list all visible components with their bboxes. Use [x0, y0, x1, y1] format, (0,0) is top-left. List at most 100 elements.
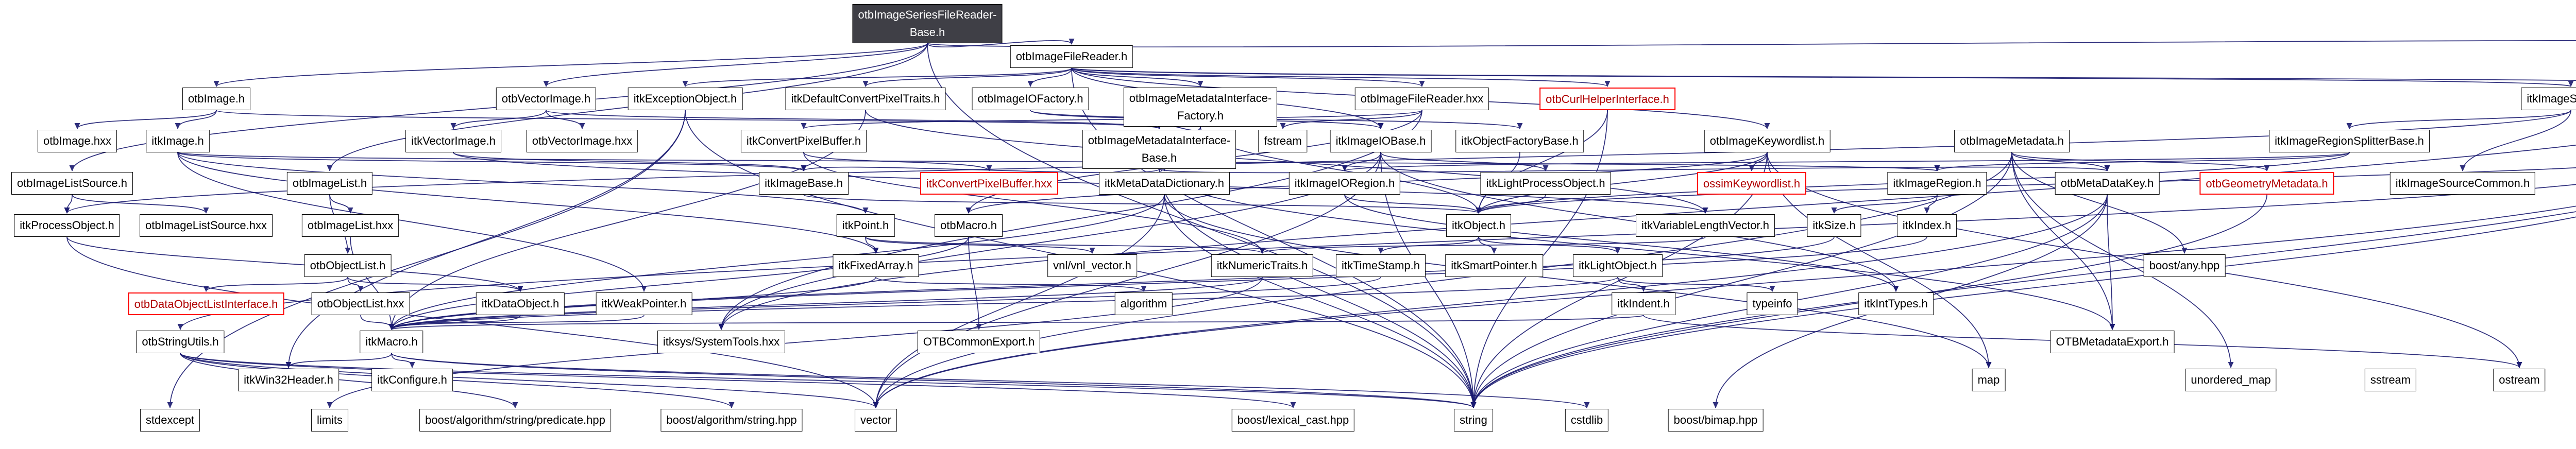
graph-node-weakptr[interactable]: itkWeakPointer.h: [596, 292, 692, 315]
graph-edge: [1476, 194, 1546, 214]
graph-node-strutils[interactable]: otbStringUtils.h: [136, 331, 225, 353]
graph-node-vnl[interactable]: vnl/vnl_vector.h: [1047, 254, 1137, 277]
graph-node-fstream[interactable]: fstream: [1258, 130, 1308, 152]
graph-node-systools[interactable]: itksys/SystemTools.hxx: [657, 331, 786, 353]
graph-node-ofb[interactable]: itkObjectFactoryBase.h: [1455, 130, 1584, 152]
graph-edge: [1280, 110, 1422, 129]
graph-node-ioregion[interactable]: itkImageIORegion.h: [1289, 172, 1401, 195]
graph-node-imd[interactable]: otbImageMetadata.h: [1954, 130, 2070, 152]
graph-node-boostbimap[interactable]: boost/bimap.hpp: [1668, 409, 1764, 431]
graph-edge: [74, 110, 217, 129]
graph-edge: [1476, 152, 1768, 214]
graph-node-root[interactable]: otbImageSeriesFileReader- Base.h: [852, 4, 1003, 43]
graph-node-point[interactable]: itkPoint.h: [836, 214, 895, 237]
graph-node-cpb[interactable]: itkConvertPixelBuffer.h: [740, 130, 867, 152]
graph-node-imgregion[interactable]: itkImageRegion.h: [1887, 172, 1987, 195]
graph-edge: [388, 236, 969, 330]
graph-node-stdexcept[interactable]: stdexcept: [140, 409, 200, 431]
graph-node-map[interactable]: map: [1972, 369, 2006, 391]
graph-node-size[interactable]: itkSize.h: [1807, 214, 1861, 237]
graph-edge: [682, 67, 1072, 87]
graph-node-imib[interactable]: otbImageMetadataInterface- Base.h: [1082, 130, 1236, 169]
graph-node-itkimage[interactable]: itkImage.h: [146, 130, 210, 152]
graph-node-lightobj[interactable]: itkLightObject.h: [1573, 254, 1663, 277]
graph-node-mdk[interactable]: otbMetaDataKey.h: [2055, 172, 2160, 195]
graph-node-ilist_hxx[interactable]: otbImageList.hxx: [301, 214, 399, 237]
graph-node-boostpred[interactable]: boost/algorithm/string/predicate.hpp: [419, 409, 611, 431]
graph-node-ifr[interactable]: otbImageFileReader.h: [1010, 45, 1133, 68]
graph-node-boostlex[interactable]: boost/lexical_cast.hpp: [1231, 409, 1355, 431]
graph-node-imgbase[interactable]: itkImageBase.h: [759, 172, 849, 195]
graph-node-procobj[interactable]: itkProcessObject.h: [14, 214, 120, 237]
graph-node-string[interactable]: string: [1454, 409, 1493, 431]
graph-edge: [1071, 67, 1477, 408]
graph-edge: [450, 110, 547, 129]
graph-node-inttypes[interactable]: itkIntTypes.h: [1858, 292, 1934, 315]
graph-node-otbmetaexp[interactable]: OTBMetadataExport.h: [2050, 331, 2175, 353]
graph-edge: [285, 110, 686, 368]
graph-node-itkvimage[interactable]: itkVectorImage.h: [405, 130, 501, 152]
graph-node-cpb_hxx[interactable]: itkConvertPixelBuffer.hxx: [920, 172, 1059, 195]
graph-node-timestamp[interactable]: itkTimeStamp.h: [1335, 254, 1426, 277]
graph-node-umap[interactable]: unordered_map: [2185, 369, 2277, 391]
graph-node-dcpt[interactable]: itkDefaultConvertPixelTraits.h: [785, 88, 946, 110]
graph-node-cstdlib[interactable]: cstdlib: [1565, 409, 1609, 431]
graph-edge: [64, 110, 2571, 214]
graph-node-objlist[interactable]: otbObjectList.h: [304, 254, 392, 277]
graph-node-vlv[interactable]: itkVariableLengthVector.h: [1636, 214, 1775, 237]
graph-node-numtraits[interactable]: itkNumericTraits.h: [1211, 254, 1314, 277]
graph-edge: [64, 194, 73, 214]
graph-node-ils[interactable]: otbImageListSource.h: [11, 172, 133, 195]
graph-node-otbcommonexp[interactable]: OTBCommonExport.h: [917, 331, 1041, 353]
graph-node-otbvimage[interactable]: otbVectorImage.h: [496, 88, 597, 110]
graph-node-index[interactable]: itkIndex.h: [1896, 214, 1957, 237]
graph-node-boostany[interactable]: boost/any.hpp: [2143, 254, 2226, 277]
graph-node-fixedarray[interactable]: itkFixedArray.h: [833, 254, 919, 277]
graph-node-splitter[interactable]: itkImageRegionSplitterBase.h: [2269, 130, 2430, 152]
graph-node-otbvimage_hxx[interactable]: otbVectorImage.hxx: [526, 130, 638, 152]
graph-edge: [180, 353, 1296, 408]
graph-node-vector[interactable]: vector: [855, 409, 897, 431]
graph-node-otbimage_hxx[interactable]: otbImage.hxx: [37, 130, 117, 152]
graph-edge: [216, 110, 1162, 129]
graph-node-iobase[interactable]: itkImageIOBase.h: [1330, 130, 1432, 152]
graph-node-imgsrc[interactable]: itkImageSource.h: [2521, 88, 2576, 110]
graph-node-ilist[interactable]: otbImageList.h: [286, 172, 373, 195]
graph-node-kwl[interactable]: otbImageKeywordlist.h: [1704, 130, 1831, 152]
graph-node-excobj[interactable]: itkExceptionObject.h: [628, 88, 743, 110]
graph-node-indent[interactable]: itkIndent.h: [1612, 292, 1675, 315]
graph-edge: [803, 152, 992, 171]
graph-node-iofactory[interactable]: otbImageIOFactory.h: [972, 88, 1089, 110]
graph-node-itkconf[interactable]: itkConfigure.h: [371, 369, 453, 391]
graph-node-imif[interactable]: otbImageMetadataInterface- Factory.h: [1123, 88, 1278, 127]
graph-edge: [177, 152, 806, 171]
graph-node-osskwl[interactable]: ossimKeywordlist.h: [1697, 172, 1807, 195]
graph-node-objlist_hxx[interactable]: otbObjectList.hxx: [311, 292, 410, 315]
graph-node-ostream[interactable]: ostream: [2493, 369, 2546, 391]
graph-node-itkobject[interactable]: itkObject.h: [1446, 214, 1511, 237]
graph-node-lpo[interactable]: itkLightProcessObject.h: [1480, 172, 1611, 195]
graph-node-geomd[interactable]: otbGeometryMetadata.h: [2199, 172, 2334, 195]
graph-node-imgsrccommon[interactable]: itkImageSourceCommon.h: [2389, 172, 2536, 195]
graph-node-dataobj[interactable]: itkDataObject.h: [476, 292, 565, 315]
graph-node-otbimage[interactable]: otbImage.h: [182, 88, 251, 110]
graph-node-curl[interactable]: otbCurlHelperInterface.h: [1539, 88, 1675, 110]
graph-edge: [1934, 152, 2350, 171]
graph-edge: [391, 353, 1589, 408]
graph-node-dolif[interactable]: otbDataObjectListInterface.h: [128, 292, 284, 315]
graph-node-mdd[interactable]: itkMetaDataDictionary.h: [1099, 172, 1230, 195]
graph-node-ifr_hxx[interactable]: otbImageFileReader.hxx: [1354, 88, 1489, 110]
graph-node-otbmacro[interactable]: otbMacro.h: [934, 214, 1003, 237]
graph-node-algorithm[interactable]: algorithm: [1114, 292, 1173, 315]
graph-node-booststr[interactable]: boost/algorithm/string.hpp: [660, 409, 803, 431]
graph-node-ils_hxx[interactable]: otbImageListSource.hxx: [139, 214, 273, 237]
graph-node-win32[interactable]: itkWin32Header.h: [238, 369, 339, 391]
graph-node-typeinfo[interactable]: typeinfo: [1747, 292, 1798, 315]
graph-edge: [180, 353, 1476, 408]
graph-node-sstream[interactable]: sstream: [2364, 369, 2417, 391]
graph-node-smartptr[interactable]: itkSmartPointer.h: [1445, 254, 1543, 277]
graph-node-limits[interactable]: limits: [311, 409, 349, 431]
graph-edge: [389, 315, 1644, 330]
graph-node-itkmacro[interactable]: itkMacro.h: [360, 331, 423, 353]
